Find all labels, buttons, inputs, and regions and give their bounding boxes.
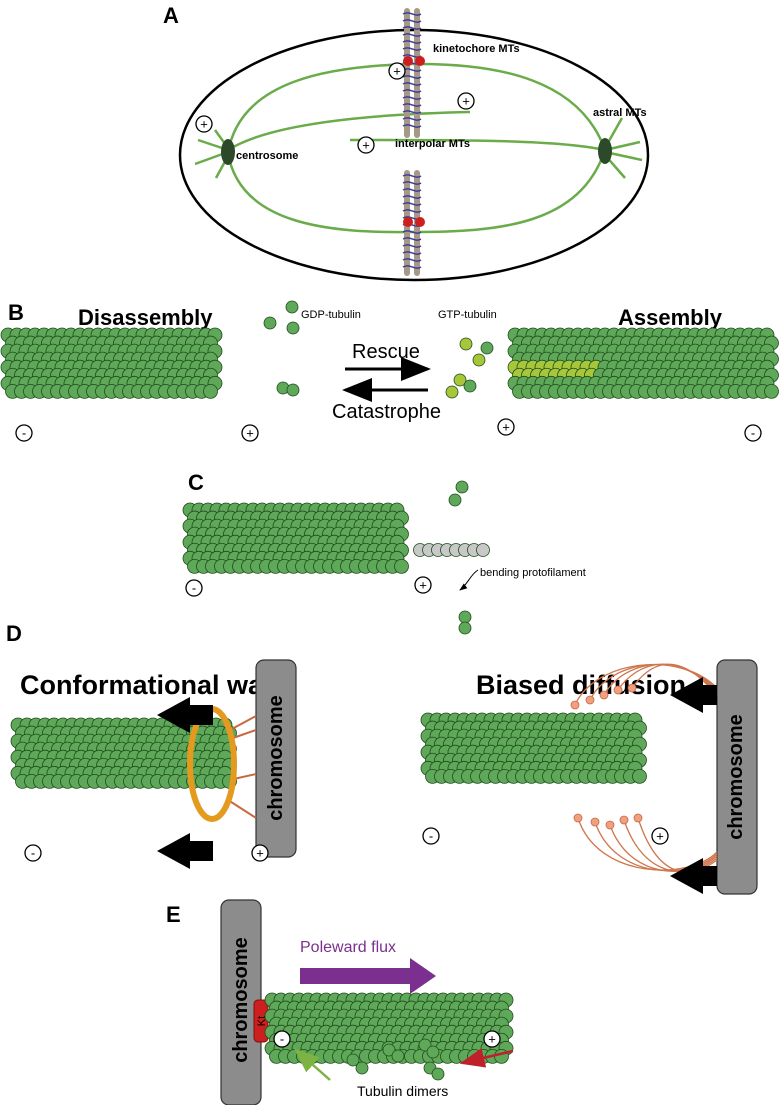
svg-text:+: +: [656, 829, 664, 844]
mt-conformational: [10, 717, 237, 789]
centrosome-label: centrosome: [236, 150, 298, 162]
assembly-label: Assembly: [618, 305, 723, 330]
svg-text:-: -: [280, 1032, 284, 1047]
free-tubulins-e: [346, 1038, 445, 1081]
free-tubulins-b: [445, 337, 494, 399]
astral-mts-label: astral MTs: [593, 107, 647, 119]
centrosome-left: [221, 139, 235, 165]
panel-d-symbols: - + - +: [24, 827, 669, 862]
panel-a-plus-symbols: + + + +: [195, 62, 475, 154]
svg-text:+: +: [462, 94, 470, 109]
chromosome-bottom: [402, 170, 425, 276]
panel-e-letter: E: [166, 902, 181, 927]
mt-assembling: [507, 327, 779, 399]
disassembly-label: Disassembly: [78, 305, 213, 330]
centrosome-right: [598, 138, 612, 164]
d-left-arrow-bottom: [157, 833, 213, 869]
bending-protofilament-label: bending protofilament: [480, 567, 586, 579]
svg-text:+: +: [488, 1032, 496, 1047]
polymerization-arrow: [294, 1048, 331, 1081]
gtp-tubulin-label: GTP-tubulin: [438, 309, 497, 321]
panel-c-letter: C: [188, 470, 204, 495]
svg-text:+: +: [246, 426, 254, 441]
kinetochore-mts-label: kinetochore MTs: [433, 43, 520, 55]
conformational-linkers: [227, 715, 257, 819]
svg-text:-: -: [192, 581, 196, 596]
panel-c: C bending protofilament - +: [182, 470, 586, 635]
bent-protofilament-gray: [413, 543, 490, 557]
poleward-flux-label: Poleward flux: [300, 939, 396, 956]
panel-a: A kinetochore MTs astral MT: [163, 3, 650, 282]
rescue-label: Rescue: [352, 341, 420, 363]
kinetochore-e-label: Kt: [256, 1016, 268, 1026]
chromosome-e-label: chromosome: [230, 937, 252, 1063]
gdp-tubulin-label: GDP-tubulin: [301, 309, 361, 321]
panel-b-letter: B: [8, 300, 24, 325]
svg-text:-: -: [22, 426, 26, 441]
svg-text:+: +: [200, 117, 208, 132]
panel-e: E chromosome Kt Poleward flux Tubulin di…: [166, 899, 514, 1105]
conformational-wave-title: Conformational wave: [20, 670, 293, 700]
chromosome-d-left-label: chromosome: [265, 695, 287, 821]
svg-text:+: +: [256, 846, 264, 861]
svg-text:-: -: [429, 829, 433, 844]
mt-disassembling: [0, 300, 300, 399]
biased-linkers: [570, 663, 718, 873]
chromosome-d-left: [255, 659, 297, 858]
depolymerization-arrow: [459, 1048, 514, 1068]
poleward-flux-arrow: [300, 958, 436, 994]
d-right-arrow-top: [670, 677, 717, 713]
panel-c-symbols: - +: [185, 576, 432, 597]
d-left-arrow-top: [157, 697, 213, 733]
mt-flux: [264, 992, 514, 1064]
svg-text:+: +: [502, 420, 510, 435]
mt-bending: [182, 480, 472, 635]
bending-pointer: [459, 569, 479, 591]
panel-a-letter: A: [163, 3, 179, 28]
chromosome-d-right-label: chromosome: [725, 714, 747, 840]
chromosome-d-right: [716, 659, 758, 895]
catastrophe-label: Catastrophe: [332, 401, 441, 423]
panel-b-symbols: - + + -: [15, 418, 762, 442]
d-right-arrow-bottom: [670, 858, 717, 894]
tubulin-dimers-label: Tubulin dimers: [357, 1083, 448, 1099]
svg-text:+: +: [362, 138, 370, 153]
svg-text:-: -: [31, 846, 35, 861]
panel-b: B Disassembly Assembly GDP-tubulin GTP-t…: [0, 300, 779, 442]
panel-e-symbols: - +: [273, 1030, 501, 1048]
svg-text:+: +: [393, 64, 401, 79]
panel-d: D Conformational wave Biased diffusion c…: [6, 621, 758, 895]
mt-biased: [420, 712, 647, 784]
interpolar-mts-label: interpolar MTs: [395, 138, 470, 150]
chromosome-top: [402, 8, 425, 138]
svg-text:+: +: [419, 578, 427, 593]
panel-d-letter: D: [6, 621, 22, 646]
svg-text:-: -: [751, 426, 755, 441]
